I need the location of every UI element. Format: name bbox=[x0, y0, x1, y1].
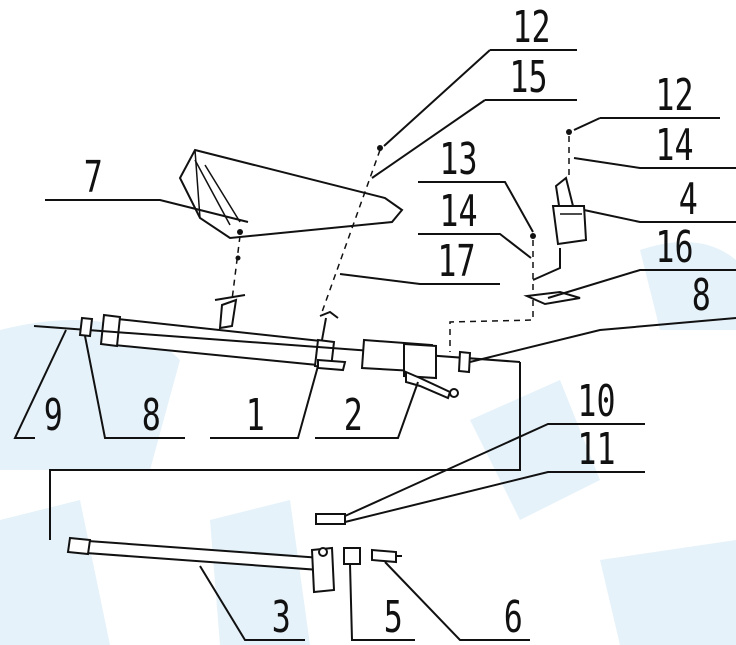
callout-8-bottom: 8 bbox=[142, 390, 161, 442]
part-4-knob bbox=[551, 129, 588, 246]
callout-12-top: 12 bbox=[512, 2, 550, 54]
part-16-lever bbox=[449, 290, 581, 352]
callout-4: 4 bbox=[679, 174, 698, 226]
screw-stack-left bbox=[214, 229, 246, 330]
callout-15: 15 bbox=[509, 52, 547, 104]
callout-9: 9 bbox=[44, 390, 63, 442]
background-watermark bbox=[0, 242, 736, 645]
part-6-end-fitting bbox=[371, 548, 402, 564]
callout-8-right: 8 bbox=[692, 270, 711, 322]
part-3-lower-rod bbox=[66, 536, 336, 594]
callout-14-middle: 14 bbox=[439, 186, 477, 238]
part-7-top-cover bbox=[178, 148, 404, 240]
callout-10: 10 bbox=[577, 376, 615, 428]
vertical-guide-15 bbox=[321, 149, 381, 313]
callout-5: 5 bbox=[384, 592, 403, 644]
part-10-11-bracket bbox=[315, 513, 346, 525]
callout-6: 6 bbox=[504, 592, 523, 644]
callout-12-right: 12 bbox=[655, 70, 693, 122]
main-axis-line bbox=[33, 325, 521, 363]
screw-stack-right bbox=[530, 233, 561, 290]
callout-7: 7 bbox=[84, 152, 103, 204]
callout-11: 11 bbox=[577, 424, 615, 476]
callout-labels: 12 15 12 14 7 13 4 14 17 16 8 9 8 1 2 10… bbox=[44, 2, 711, 644]
connection-outline bbox=[49, 362, 521, 540]
part-5-nut bbox=[343, 547, 361, 565]
callout-13: 13 bbox=[439, 134, 477, 186]
callout-14-right: 14 bbox=[655, 120, 693, 172]
callout-1: 1 bbox=[246, 390, 265, 442]
callout-17: 17 bbox=[437, 236, 475, 288]
callout-2: 2 bbox=[344, 390, 363, 442]
part-8-left-block bbox=[78, 316, 94, 338]
leader-lines bbox=[13, 49, 736, 641]
part-8-right-ring bbox=[457, 350, 472, 374]
callout-16: 16 bbox=[655, 222, 693, 274]
callout-3: 3 bbox=[272, 592, 291, 644]
part-2-bracket bbox=[360, 338, 459, 400]
